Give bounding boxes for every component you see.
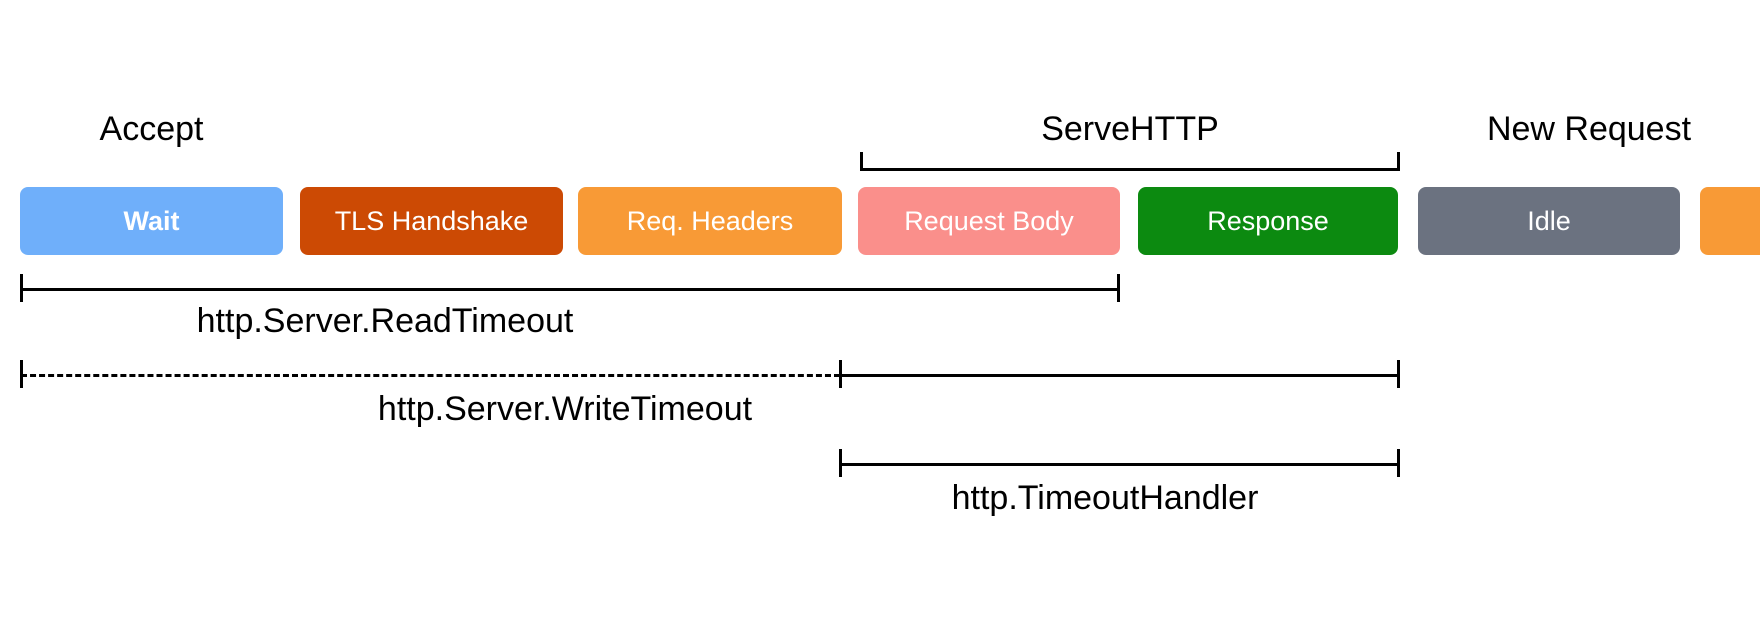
timeout-handler-line <box>840 463 1398 466</box>
phase-label-request-body: Request Body <box>904 205 1074 236</box>
servehttp-bracket-line <box>860 168 1400 171</box>
write-timeout-line-dashed <box>21 374 840 377</box>
read-timeout-tick-left <box>20 274 23 302</box>
write-timeout-tick-right <box>1397 360 1400 388</box>
phase-box-idle[interactable]: Idle <box>1418 187 1680 255</box>
phase-label-tls-handshake: TLS Handshake <box>334 205 529 236</box>
write-timeout-line-solid <box>840 374 1398 377</box>
phase-box-response[interactable]: Response <box>1138 187 1398 255</box>
servehttp-bracket-tick-left <box>860 152 863 170</box>
phase-box-req-headers[interactable]: Req. Headers <box>578 187 842 255</box>
read-timeout-label: http.Server.ReadTimeout <box>196 302 574 340</box>
phase-label-wait: Wait <box>123 205 180 236</box>
group-label-new-request: New Request <box>1486 110 1692 148</box>
group-label-servehttp: ServeHTTP <box>1041 110 1219 148</box>
phase-label-idle: Idle <box>1527 205 1571 236</box>
phase-label-response: Response <box>1207 205 1329 236</box>
phase-label-req-headers: Req. Headers <box>626 205 794 236</box>
write-timeout-tick-middle <box>839 360 842 388</box>
read-timeout-line <box>20 288 1118 291</box>
phase-box-tls-handshake[interactable]: TLS Handshake <box>300 187 563 255</box>
group-label-accept: Accept <box>99 110 204 148</box>
timeout-handler-tick-right <box>1397 449 1400 477</box>
phase-box-request-body[interactable]: Request Body <box>858 187 1120 255</box>
timeout-handler-label: http.TimeoutHandler <box>951 479 1259 517</box>
write-timeout-label: http.Server.WriteTimeout <box>377 390 753 428</box>
write-timeout-tick-left <box>20 360 23 388</box>
timeout-handler-tick-left <box>839 449 842 477</box>
read-timeout-tick-right <box>1117 274 1120 302</box>
phase-box-wait[interactable]: Wait <box>20 187 283 255</box>
phase-box-next-request[interactable] <box>1700 187 1760 255</box>
servehttp-bracket-tick-right <box>1397 152 1400 170</box>
